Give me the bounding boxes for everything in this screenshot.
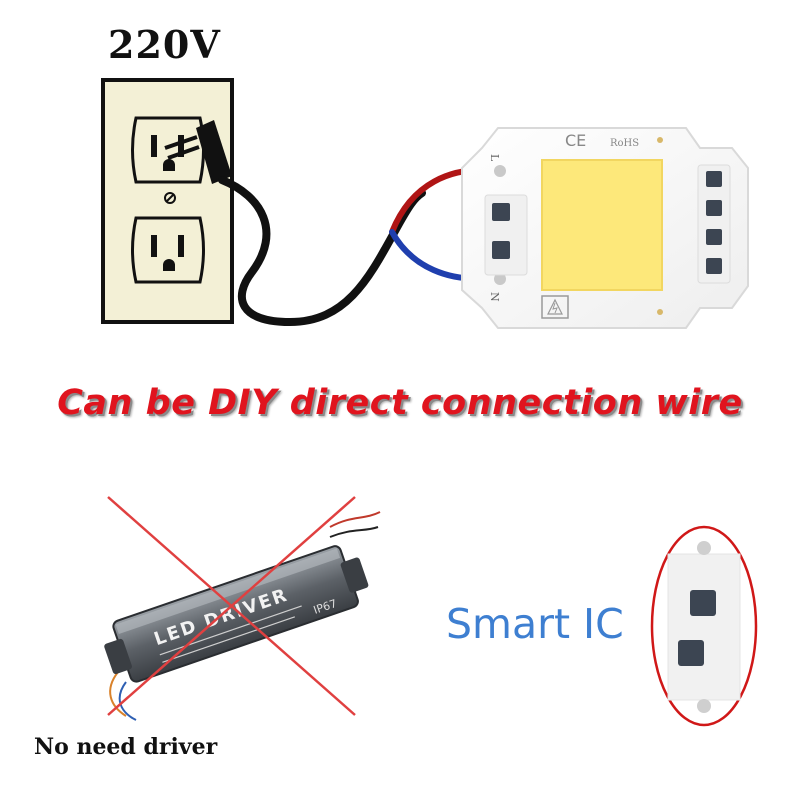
led-driver: LED DRIVER IP67 (104, 511, 381, 721)
headline: Can be DIY direct connection wire (57, 383, 743, 423)
ce-mark: CE (565, 131, 586, 150)
rohs-mark: RoHS (610, 138, 639, 149)
led-emitter (541, 159, 663, 291)
high-voltage-warning-icon (541, 295, 569, 319)
voltage-label: 220V (108, 22, 221, 67)
smart-ic-detail (650, 525, 758, 727)
power-cable (218, 176, 426, 327)
pin-n-label: N (488, 292, 501, 302)
pin-l-label: L (488, 154, 501, 162)
solder-pad-n (494, 273, 506, 285)
ic-package-upper (690, 590, 716, 616)
smart-ic-label: Smart IC (446, 600, 624, 648)
chip-terminals (697, 164, 731, 284)
driver-ic (484, 194, 528, 276)
cover-screw-icon (164, 192, 176, 204)
solder-pad-l (494, 165, 506, 177)
cross-out-mark (107, 496, 356, 716)
no-driver-caption: No need driver (34, 734, 218, 760)
plug (164, 120, 232, 184)
ic-package-lower (678, 640, 704, 666)
wall-outlet (101, 78, 234, 324)
cob-led-chip: L N CE RoHS (461, 127, 749, 329)
lower-socket (131, 216, 205, 284)
